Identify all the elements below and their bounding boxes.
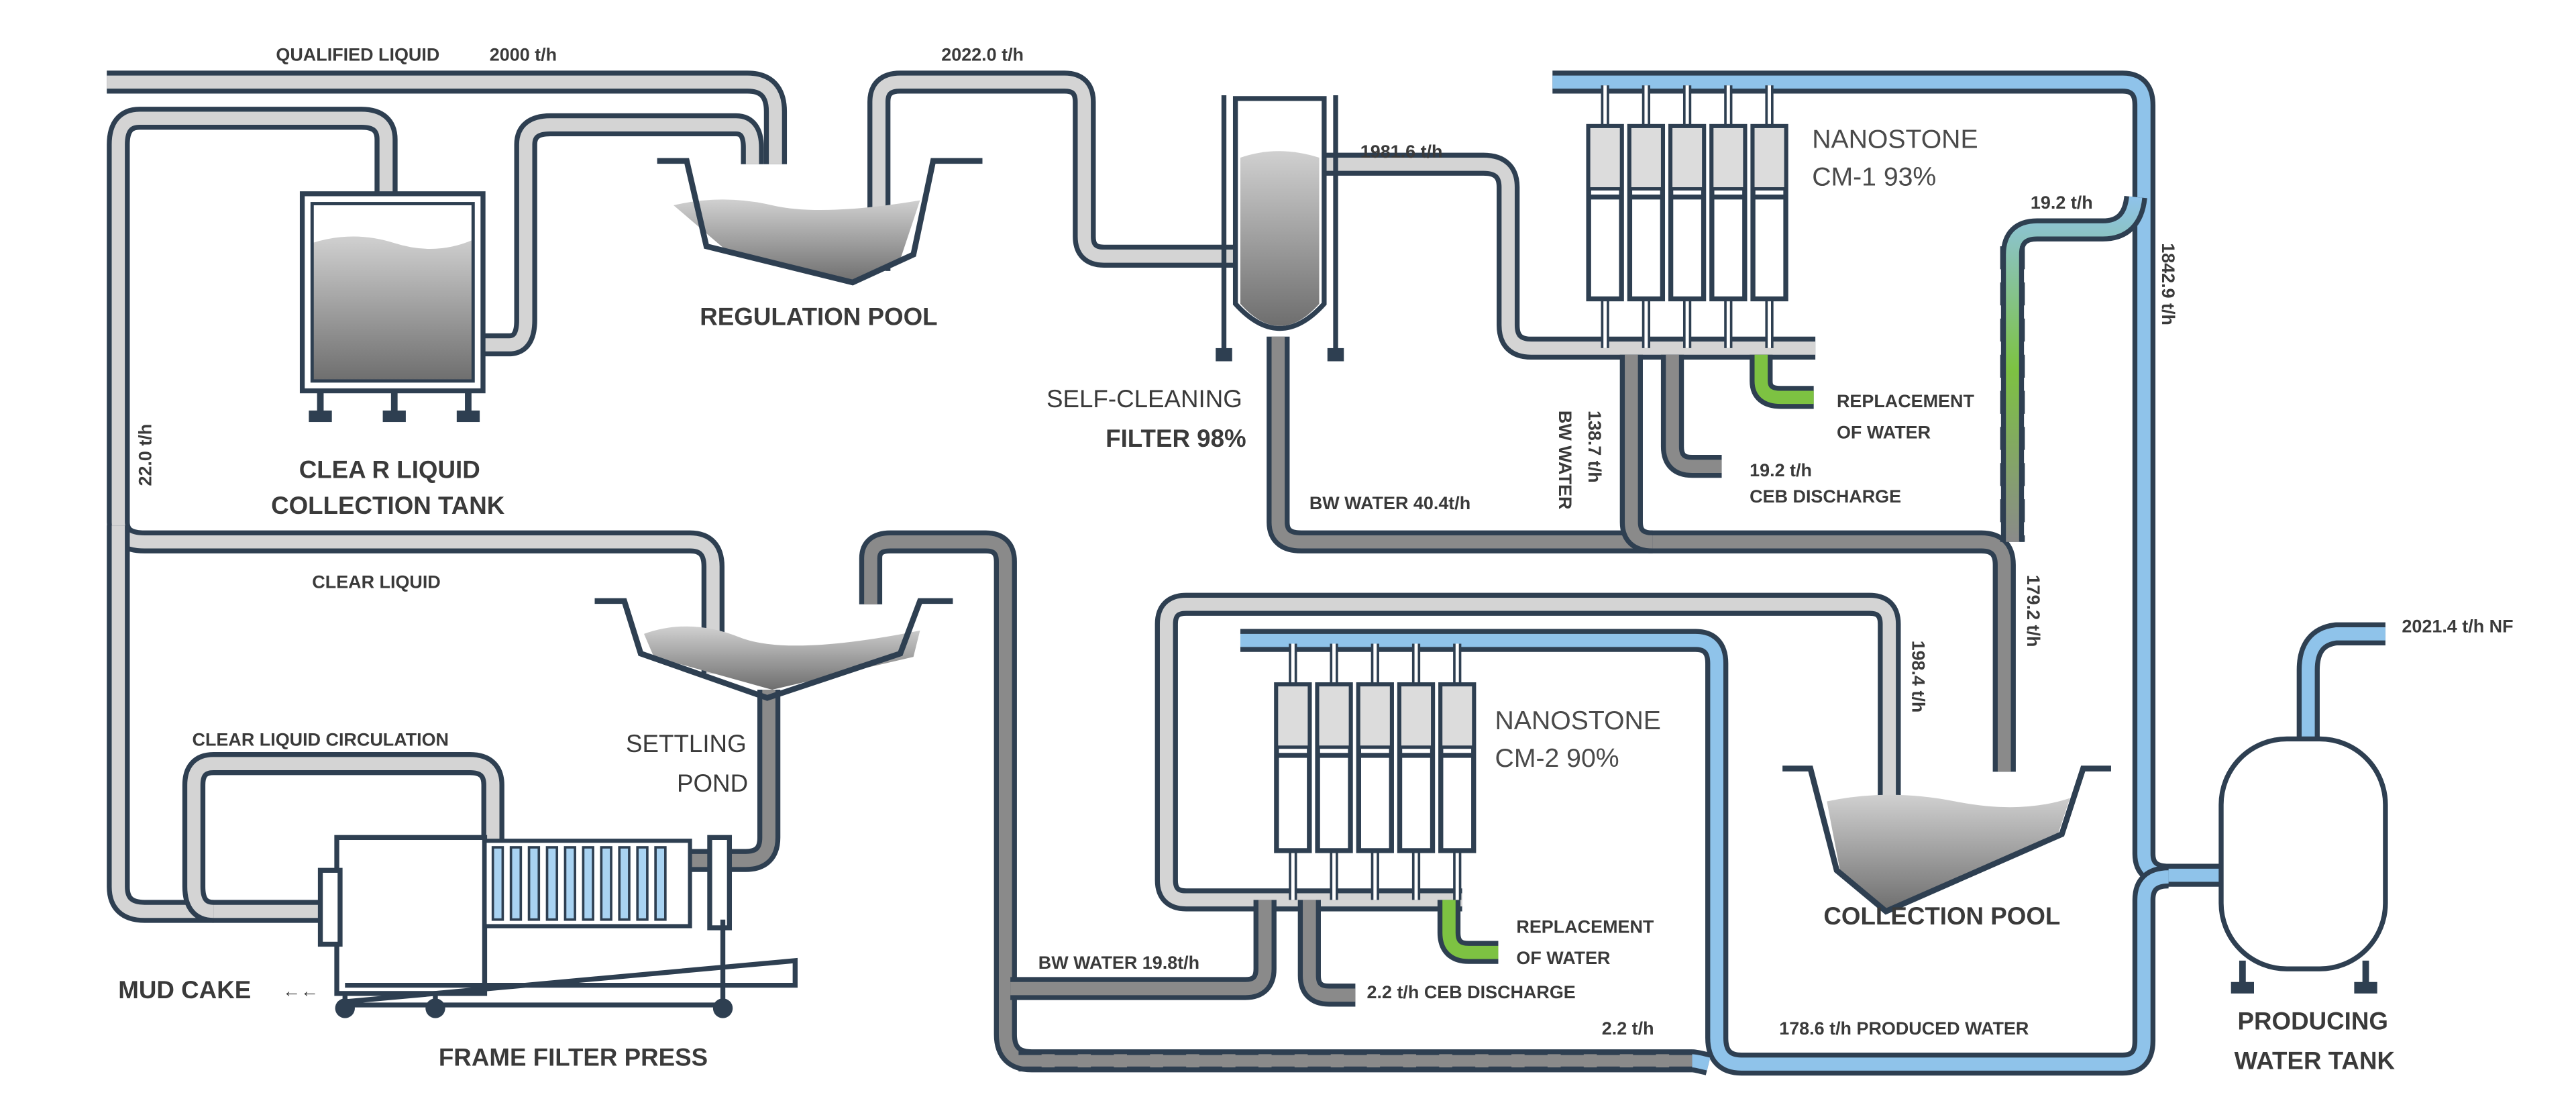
recycle-19-pipe xyxy=(2000,195,2147,542)
membrane-module xyxy=(1315,643,1353,900)
label-replacement2-b: OF WATER xyxy=(1516,948,1610,968)
label-flow-1842: 1842.9 t/h xyxy=(2158,243,2178,325)
label-collection-pool: COLLECTION POOL xyxy=(1823,902,2060,930)
regulation-pool xyxy=(657,158,983,286)
label-nf-output: 2021.4 t/h NF xyxy=(2402,616,2513,636)
label-bw-water-19: BW WATER 19.8t/h xyxy=(1038,953,1199,973)
label-flow-1981: 1981.6 t/h xyxy=(1360,142,1443,162)
label-produced-water: 178.6 t/h PRODUCED WATER xyxy=(1779,1018,2029,1039)
pool-to-filter-pipe xyxy=(867,70,1249,271)
label-flow-22: 22.0 t/h xyxy=(135,424,155,486)
membrane-module xyxy=(1668,85,1707,348)
label-ceb1: CEB DISCHARGE xyxy=(1750,486,1901,507)
left-return-pipe xyxy=(107,525,625,923)
label-cm2-b: CM-2 90% xyxy=(1495,744,1619,773)
filter-plate xyxy=(545,846,559,921)
cm2-permeate-pipe xyxy=(1240,629,2169,1076)
filter-plate xyxy=(600,846,612,921)
label-clear-liquid: CLEAR LIQUID xyxy=(312,572,440,592)
label-flow-179: 179.2 t/h xyxy=(2023,575,2043,647)
label-settling-b: POND xyxy=(677,769,748,797)
collection-pool xyxy=(1782,765,2111,915)
label-clear-tank-b: COLLECTION TANK xyxy=(271,492,505,519)
frame-filter-press xyxy=(317,835,798,1018)
label-flow-2022: 2022.0 t/h xyxy=(941,45,1024,65)
membrane-module xyxy=(1627,85,1666,348)
recycle-2-dashed-pipe xyxy=(1018,1050,1693,1072)
membrane-module xyxy=(1274,643,1312,900)
label-bw-water: BW WATER xyxy=(1555,411,1575,510)
filter-plate xyxy=(509,846,523,921)
label-ceb1-rate: 19.2 t/h xyxy=(1750,460,1812,480)
label-filter-b: FILTER 98% xyxy=(1106,425,1246,452)
label-flow-138: 138.7 t/h xyxy=(1585,411,1605,483)
settling-to-press-pipe xyxy=(489,690,781,872)
label-tank-b: WATER TANK xyxy=(2235,1047,2396,1074)
label-cm1-b: CM-1 93% xyxy=(1812,163,1936,192)
label-filter-a: SELF-CLEANING xyxy=(1046,385,1242,413)
recycle-blue-pipe xyxy=(1691,1049,1712,1075)
cm2-feed-loop-pipe xyxy=(1155,592,1901,912)
qualified-liquid-pipe xyxy=(107,70,788,164)
filter-plate xyxy=(582,846,594,921)
bw-water-19-pipe xyxy=(1010,900,1277,1000)
nanostone-cm2-modules xyxy=(1274,643,1477,900)
membrane-module xyxy=(1356,643,1394,900)
label-ceb2: 2.2 t/h CEB DISCHARGE xyxy=(1367,982,1576,1002)
tank-to-pool-pipe xyxy=(476,113,764,357)
ceb1-pipe xyxy=(1660,354,1722,478)
return-loop-pipe xyxy=(107,107,724,674)
label-mud-cake: MUD CAKE xyxy=(118,976,251,1004)
clear-liquid-collection-tank xyxy=(299,191,486,423)
settling-pond xyxy=(594,598,953,701)
label-tank-a: PRODUCING xyxy=(2238,1008,2388,1035)
filter-plate xyxy=(618,846,631,921)
replacement2-pipe xyxy=(1437,900,1499,964)
label-clear-tank-a: CLEA R LIQUID xyxy=(299,456,480,483)
membrane-module xyxy=(1397,643,1436,900)
label-qualified-rate: 2000 t/h xyxy=(490,45,557,65)
filter-to-cm1-pipe xyxy=(1324,152,1816,360)
label-flow-198: 198.4 t/h xyxy=(1909,641,1929,713)
label-regulation-pool: REGULATION POOL xyxy=(700,303,937,331)
label-flow-2-2: 2.2 t/h xyxy=(1602,1018,1654,1039)
producing-water-tank xyxy=(2218,736,2388,994)
tank-outlet-pipe xyxy=(2296,622,2385,755)
label-clear-liquid-circulation: CLEAR LIQUID CIRCULATION xyxy=(193,729,449,749)
self-cleaning-filter xyxy=(1216,95,1344,362)
press-to-cm2-pipe xyxy=(859,530,1693,1073)
filter-plate xyxy=(636,846,649,921)
label-replacement2-a: REPLACEMENT xyxy=(1516,916,1654,937)
label-frame-press: FRAME FILTER PRESS xyxy=(439,1044,708,1071)
label-cm1-a: NANOSTONE xyxy=(1812,125,1978,154)
label-bw-water-40: BW WATER 40.4t/h xyxy=(1309,493,1470,513)
mud-cake-arrow-icon: ←← xyxy=(282,981,319,1001)
bw-water-138-pipe xyxy=(1619,354,1654,553)
filter-plate xyxy=(491,846,504,921)
membrane-module xyxy=(1586,85,1624,348)
label-qualified-liquid: QUALIFIED LIQUID xyxy=(276,45,439,65)
pipes xyxy=(107,70,2385,1076)
label-replacement1-b: OF WATER xyxy=(1837,423,1931,443)
membrane-module xyxy=(1750,85,1788,348)
nanostone-cm1-modules xyxy=(1586,85,1788,348)
ceb2-pipe xyxy=(1297,900,1356,1007)
label-settling-a: SETTLING xyxy=(626,730,747,757)
label-replacement1-a: REPLACEMENT xyxy=(1837,391,1975,411)
label-cm2-a: NANOSTONE xyxy=(1495,706,1661,735)
recycle-19-dashed-outline xyxy=(2000,246,2025,542)
filter-plate xyxy=(564,846,576,921)
membrane-module xyxy=(1438,643,1477,900)
filter-plate xyxy=(527,846,541,921)
circulation-pipe xyxy=(182,752,504,923)
filter-plate xyxy=(654,846,667,921)
label-flow-19: 19.2 t/h xyxy=(2031,193,2093,213)
membrane-module xyxy=(1709,85,1748,348)
replacement1-pipe xyxy=(1750,354,1814,409)
